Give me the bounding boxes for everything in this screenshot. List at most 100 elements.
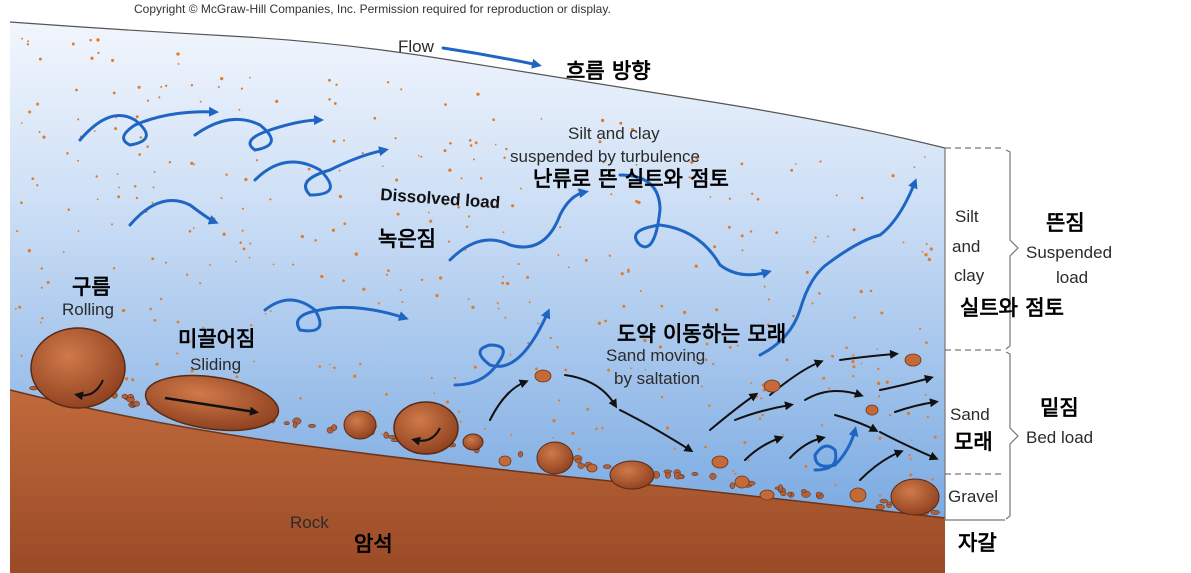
legend-sand-ko: 모래: [954, 430, 993, 454]
particle: [924, 394, 927, 396]
particle: [712, 362, 715, 366]
silt-clay-label: Silt and clay: [568, 124, 660, 143]
swirl-arrow: [453, 308, 551, 387]
pebble: [886, 501, 892, 506]
particle: [908, 454, 911, 457]
particle: [878, 436, 882, 440]
particle: [338, 169, 341, 172]
particle: [660, 395, 664, 399]
particle: [373, 116, 377, 120]
swirl-arrow: [813, 426, 859, 472]
particle: [677, 335, 680, 338]
particle: [353, 374, 357, 378]
particle: [504, 316, 507, 319]
particle: [250, 324, 253, 327]
particle: [396, 212, 400, 216]
particle: [153, 170, 156, 173]
particle: [77, 230, 80, 233]
particle: [505, 281, 510, 286]
particle: [924, 253, 928, 257]
particle: [929, 247, 933, 251]
particle: [834, 483, 837, 487]
particle: [622, 304, 626, 308]
particle: [460, 177, 463, 180]
particle: [818, 292, 821, 295]
particle: [66, 152, 69, 155]
particle: [644, 368, 647, 371]
particle: [328, 78, 331, 82]
particle: [114, 127, 118, 131]
particle: [16, 230, 19, 233]
particle: [239, 241, 242, 244]
particle: [93, 130, 96, 132]
particle: [97, 51, 100, 55]
particle: [62, 251, 65, 254]
legend-silt-ko: 실트와 점토: [960, 296, 1064, 320]
saltation-arrow: [619, 409, 694, 453]
saltation-label: Sand moving: [606, 346, 705, 365]
particle: [635, 200, 639, 203]
particle: [749, 230, 753, 233]
saltation-arrow: [789, 434, 826, 459]
particle: [320, 274, 324, 279]
particle: [520, 187, 522, 190]
particle: [853, 316, 856, 319]
particle: [785, 358, 789, 362]
particle: [342, 139, 346, 142]
particle: [96, 198, 99, 201]
particle: [695, 360, 698, 363]
particle: [476, 92, 480, 96]
saltation-arrow: [894, 398, 939, 413]
saltation-arrow: [834, 414, 879, 432]
rolling-label-ko: 구름: [72, 275, 111, 299]
particle: [931, 477, 934, 481]
particle: [445, 400, 450, 404]
particle: [877, 367, 880, 371]
particle: [272, 263, 275, 266]
particle: [497, 307, 500, 310]
particle: [275, 99, 279, 103]
swirl-arrow: [263, 298, 409, 333]
particle: [878, 494, 882, 497]
particle: [736, 344, 739, 347]
particle: [740, 234, 744, 238]
rock-label-ko: 암석: [354, 532, 393, 556]
particle: [831, 354, 834, 358]
particle: [135, 196, 139, 200]
turbulence-arrows: [78, 46, 918, 472]
particle: [559, 226, 562, 229]
particle: [448, 168, 452, 172]
particle: [116, 173, 119, 175]
particle: [244, 177, 248, 182]
particle: [202, 326, 205, 329]
rolling-boulder: [30, 327, 126, 409]
particle: [418, 154, 420, 157]
particle: [635, 163, 638, 166]
particle: [494, 143, 497, 146]
particle: [95, 175, 98, 178]
particle: [177, 62, 180, 65]
particle: [552, 419, 556, 423]
sliding-label: Sliding: [190, 355, 241, 374]
particle: [704, 358, 708, 361]
particle: [269, 198, 272, 201]
saltation-arrow: [839, 349, 899, 361]
particle: [318, 365, 322, 368]
particle: [131, 378, 135, 382]
silt-clay-label-ko: 난류로 뜬 실트와 점토: [533, 167, 729, 191]
particle: [851, 360, 855, 364]
particle: [760, 397, 763, 400]
legend-silt: Silt: [955, 207, 979, 226]
particle: [860, 196, 864, 200]
particle: [708, 404, 711, 407]
particle: [90, 56, 94, 60]
particle: [21, 37, 24, 40]
particle: [564, 368, 568, 372]
particle: [457, 410, 461, 413]
particle: [927, 257, 932, 262]
particle: [474, 141, 478, 145]
particle: [449, 141, 452, 145]
particle: [479, 177, 483, 180]
particle: [464, 249, 467, 251]
particle: [300, 234, 304, 239]
